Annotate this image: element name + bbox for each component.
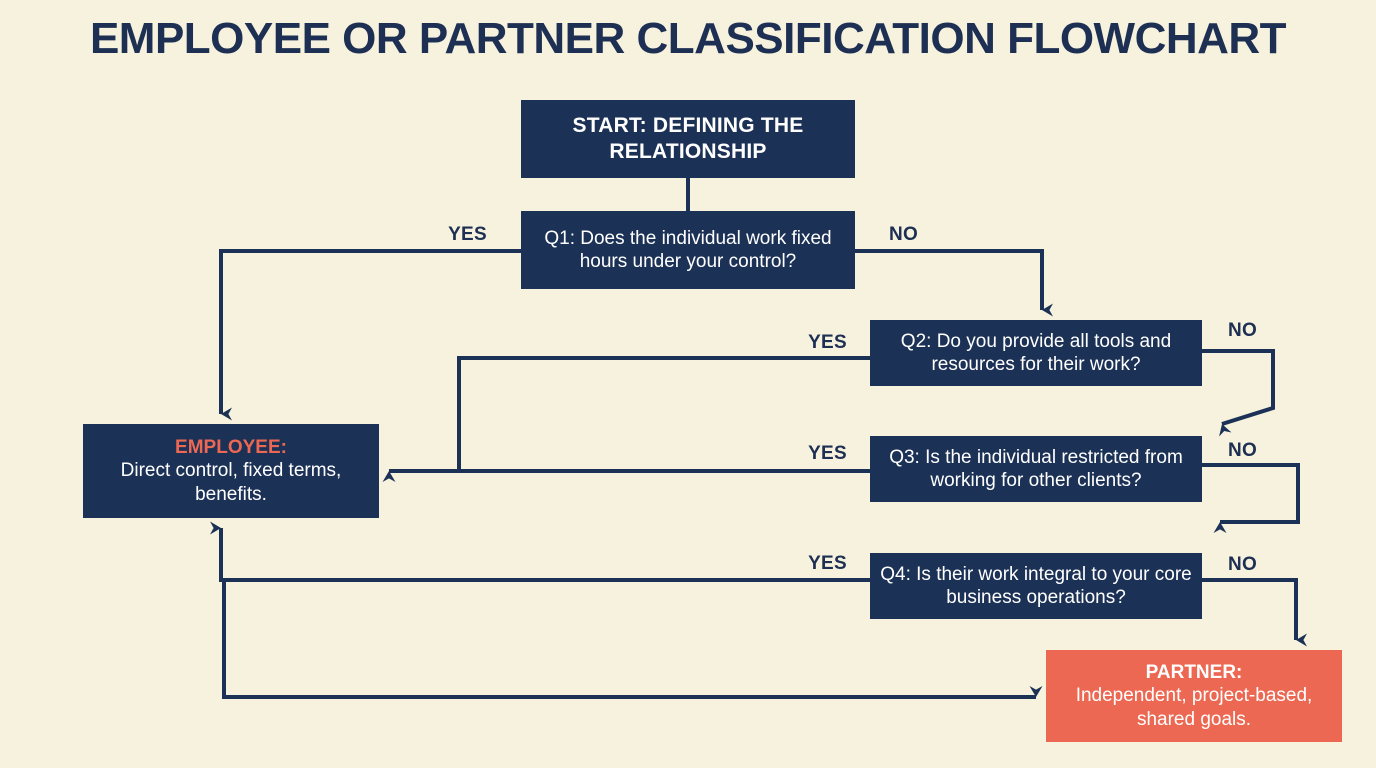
edge-q1-no — [855, 249, 1053, 317]
node-partner-outcome[interactable]: PARTNER: Independent, project-based, sha… — [1046, 650, 1342, 742]
node-q1-label: Q1: Does the individual work fixed hours… — [544, 227, 832, 272]
edge-label-q3-yes: YES — [808, 443, 847, 464]
node-q3[interactable]: Q3: Is the individual restricted from wo… — [870, 436, 1202, 502]
edge-q1-yes — [219, 249, 521, 421]
node-employee-body: Direct control, fixed terms, benefits. — [120, 460, 342, 505]
edge-q2-yes — [457, 356, 870, 471]
node-q1[interactable]: Q1: Does the individual work fixed hours… — [521, 211, 855, 289]
edge-label-q1-no: NO — [889, 224, 919, 245]
edge-label-q2-no: NO — [1228, 320, 1258, 341]
edge-q2-no — [1202, 349, 1275, 437]
edge-label-q1-yes: YES — [448, 224, 487, 245]
edge-q4-yes — [210, 521, 870, 582]
page-title: EMPLOYEE OR PARTNER CLASSIFICATION FLOWC… — [89, 14, 1287, 63]
node-q2[interactable]: Q2: Do you provide all tools and resourc… — [870, 320, 1202, 386]
node-q3-label: Q3: Is the individual restricted from wo… — [889, 446, 1183, 491]
node-partner-heading: PARTNER: — [1145, 662, 1243, 684]
node-employee-outcome[interactable]: EMPLOYEE: Direct control, fixed terms, b… — [83, 424, 379, 518]
edge-label-q3-no: NO — [1228, 440, 1258, 461]
edge-label-q4-yes: YES — [808, 553, 847, 574]
edge-q4-no — [1202, 578, 1307, 647]
edge-q3-no — [1202, 463, 1300, 533]
edge-label-q2-yes: YES — [808, 332, 847, 353]
edge-to-partner — [222, 580, 1043, 699]
node-start[interactable]: START: DEFINING THE RELATIONSHIP — [521, 100, 855, 178]
node-partner-body: Independent, project-based, shared goals… — [1075, 685, 1313, 730]
node-start-label: START: DEFINING THE RELATIONSHIP — [572, 114, 804, 163]
node-q4[interactable]: Q4: Is their work integral to your core … — [870, 553, 1202, 619]
node-q2-label: Q2: Do you provide all tools and resourc… — [900, 330, 1172, 375]
edge-label-q4-no: NO — [1228, 554, 1258, 575]
node-employee-heading: EMPLOYEE: — [175, 437, 287, 459]
node-q4-label: Q4: Is their work integral to your core … — [880, 563, 1192, 608]
